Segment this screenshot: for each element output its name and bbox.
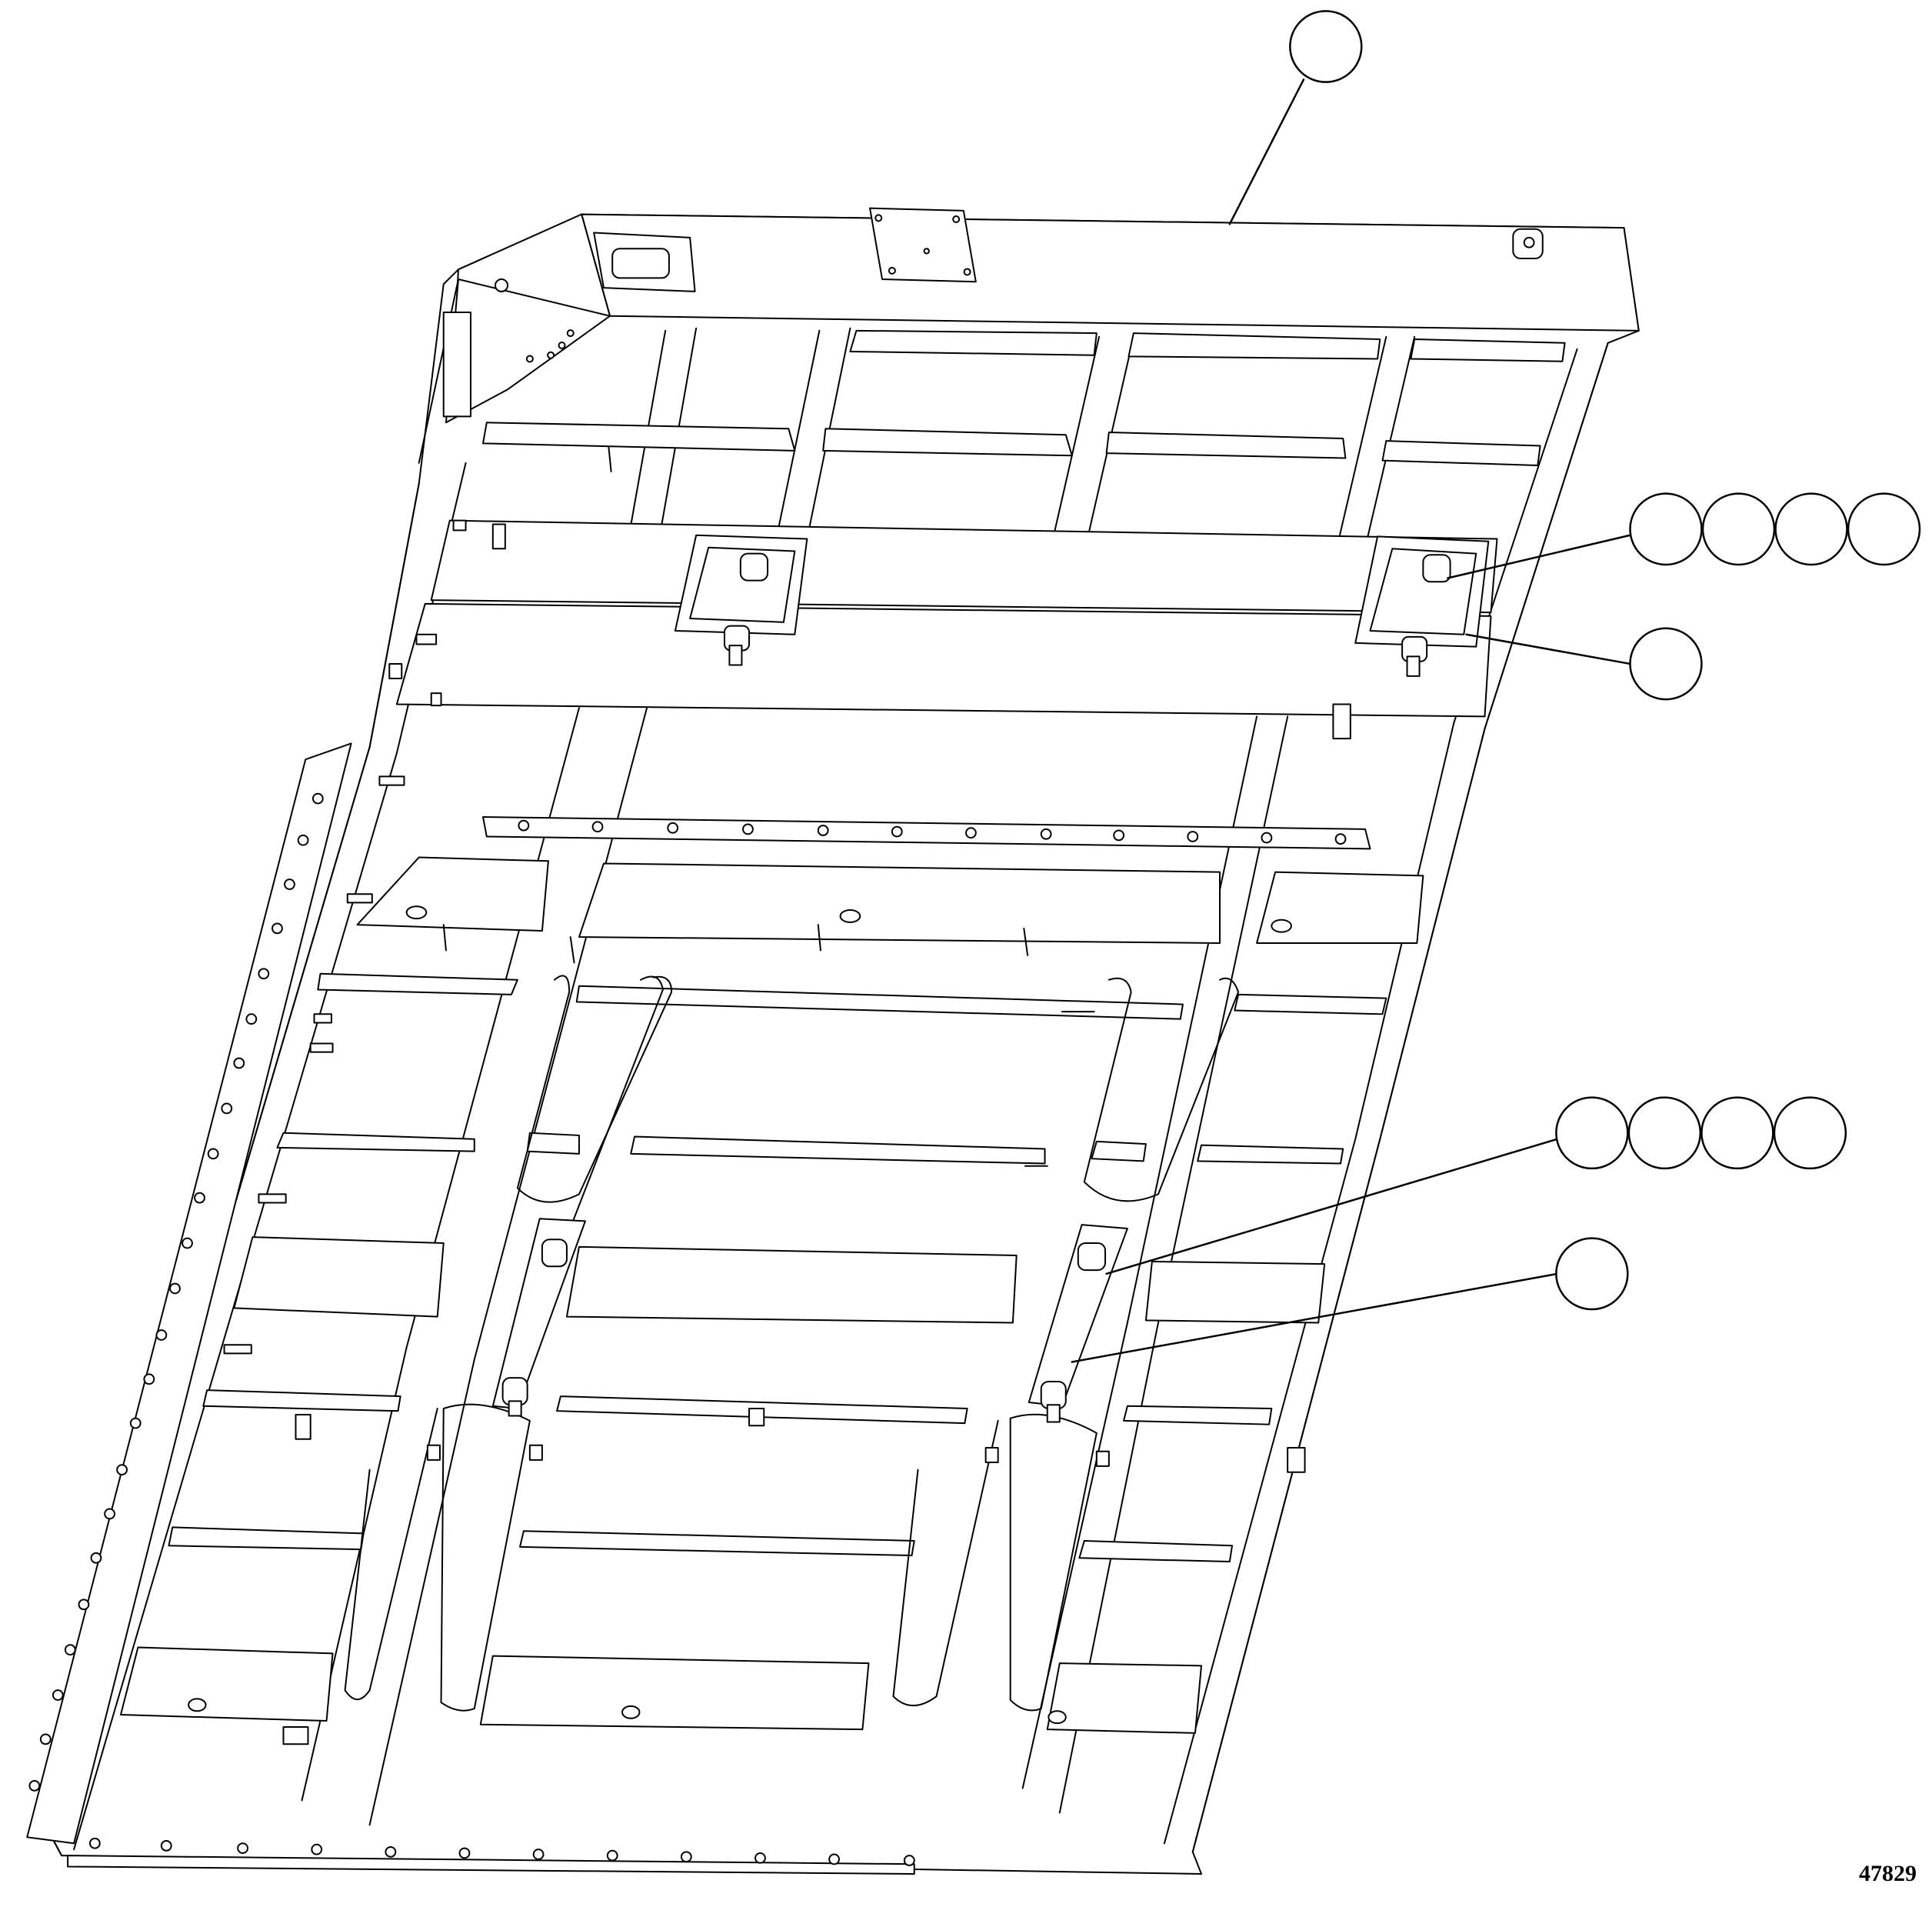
callout-lower-isolator-bracket (1556, 1239, 1627, 1309)
lower-right-isolator-bracket (1029, 1225, 1128, 1422)
callout-lower-mount-3 (1701, 1098, 1773, 1169)
callout-upper-mount-3 (1776, 494, 1847, 565)
callout-balloons (1290, 11, 1920, 1309)
callout-lower-mount-1 (1556, 1098, 1627, 1169)
lower-left-isolator-bracket (493, 1219, 585, 1415)
upper-right-isolator-bracket (1355, 536, 1488, 676)
callout-frame-assembly (1290, 11, 1361, 82)
center-bolt-strip (483, 817, 1370, 848)
figure-number: 47829 (1859, 1861, 1917, 1886)
bottom-bolt-strip (68, 1839, 914, 1874)
studs (188, 447, 1351, 1744)
callout-upper-mount-1 (1631, 494, 1702, 565)
callout-upper-mount-4 (1848, 494, 1920, 565)
frame-outline (52, 215, 1638, 1874)
callout-upper-isolator-bracket (1631, 628, 1702, 699)
left-bolt-strip (27, 743, 351, 1843)
leader-lines (1072, 79, 1631, 1362)
lower-left-rod-loops (345, 975, 672, 1710)
callout-upper-mount-2 (1703, 494, 1774, 565)
lifting-eye (1513, 229, 1542, 258)
socket-opening (594, 233, 695, 292)
callout-lower-mount-2 (1629, 1098, 1700, 1169)
cross-members (121, 331, 1565, 1733)
lower-right-rod-loops (893, 979, 1238, 1711)
callout-lower-mount-4 (1774, 1098, 1846, 1169)
upper-left-isolator-bracket (675, 535, 807, 665)
header-beam (419, 208, 1639, 463)
mounting-plate (870, 208, 976, 282)
